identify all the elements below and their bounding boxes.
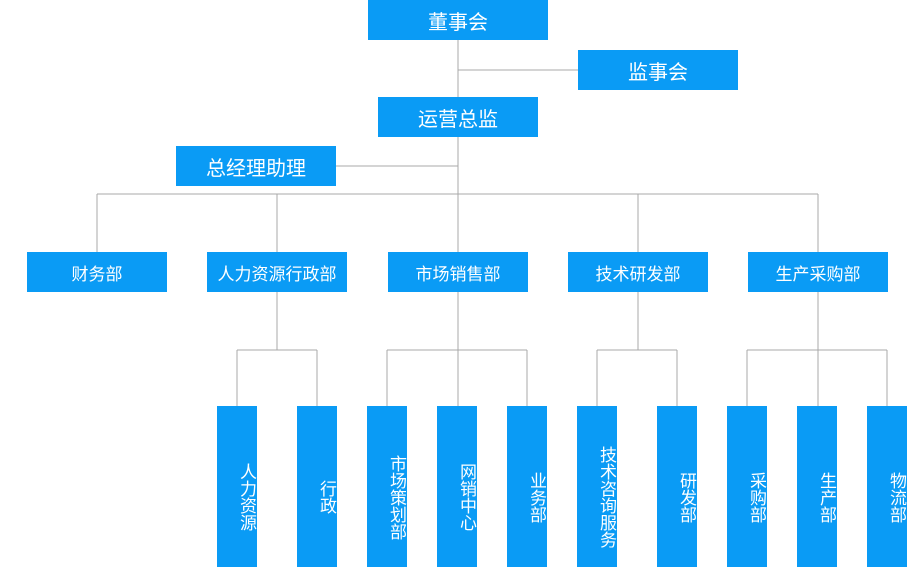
sub-unit-label: 研发部 bbox=[676, 471, 696, 523]
department-label: 市场销售部 bbox=[415, 264, 501, 285]
department-box: 技术研发部 bbox=[568, 252, 708, 292]
gm-assistant-label: 总经理助理 bbox=[206, 155, 306, 180]
sub-unit-box: 研发部 bbox=[657, 406, 697, 567]
sub-unit-box: 生产部 bbox=[797, 406, 837, 567]
sub-unit-box: 业务部 bbox=[507, 406, 547, 567]
sub-unit-box: 市场策划部 bbox=[367, 406, 407, 567]
sub-unit-label: 业务部 bbox=[526, 471, 546, 523]
sub-unit-label: 技术咨询服务 bbox=[596, 446, 616, 548]
sub-unit-label: 生产部 bbox=[816, 471, 836, 523]
department-box: 市场销售部 bbox=[388, 252, 528, 292]
sub-unit-box: 网销中心 bbox=[437, 406, 477, 567]
sub-unit-label: 物流部 bbox=[886, 471, 906, 523]
supervisory-board-label: 监事会 bbox=[628, 59, 688, 84]
sub-unit-label: 人力资源 bbox=[236, 463, 256, 531]
department-label: 技术研发部 bbox=[595, 264, 681, 285]
supervisory-board-box: 监事会 bbox=[578, 50, 738, 90]
sub-unit-box: 技术咨询服务 bbox=[577, 406, 617, 567]
gm-assistant-box: 总经理助理 bbox=[176, 146, 336, 186]
board-label: 董事会 bbox=[428, 9, 488, 34]
board-box: 董事会 bbox=[368, 0, 548, 40]
department-label: 人力资源行政部 bbox=[217, 264, 337, 285]
department-box: 财务部 bbox=[27, 252, 167, 292]
sub-unit-box: 行政 bbox=[297, 406, 337, 567]
department-box: 人力资源行政部 bbox=[207, 252, 347, 292]
sub-unit-label: 行政 bbox=[316, 480, 336, 514]
sub-unit-box: 采购部 bbox=[727, 406, 767, 567]
operations-director-box: 运营总监 bbox=[378, 97, 538, 137]
sub-unit-box: 物流部 bbox=[867, 406, 907, 567]
sub-unit-label: 网销中心 bbox=[456, 463, 476, 531]
department-box: 生产采购部 bbox=[748, 252, 888, 292]
sub-unit-box: 人力资源 bbox=[217, 406, 257, 567]
sub-unit-label: 市场策划部 bbox=[386, 454, 406, 540]
department-label: 财务部 bbox=[71, 264, 123, 285]
department-label: 生产采购部 bbox=[775, 264, 861, 285]
operations-director-label: 运营总监 bbox=[418, 106, 498, 131]
sub-unit-label: 采购部 bbox=[746, 471, 766, 523]
